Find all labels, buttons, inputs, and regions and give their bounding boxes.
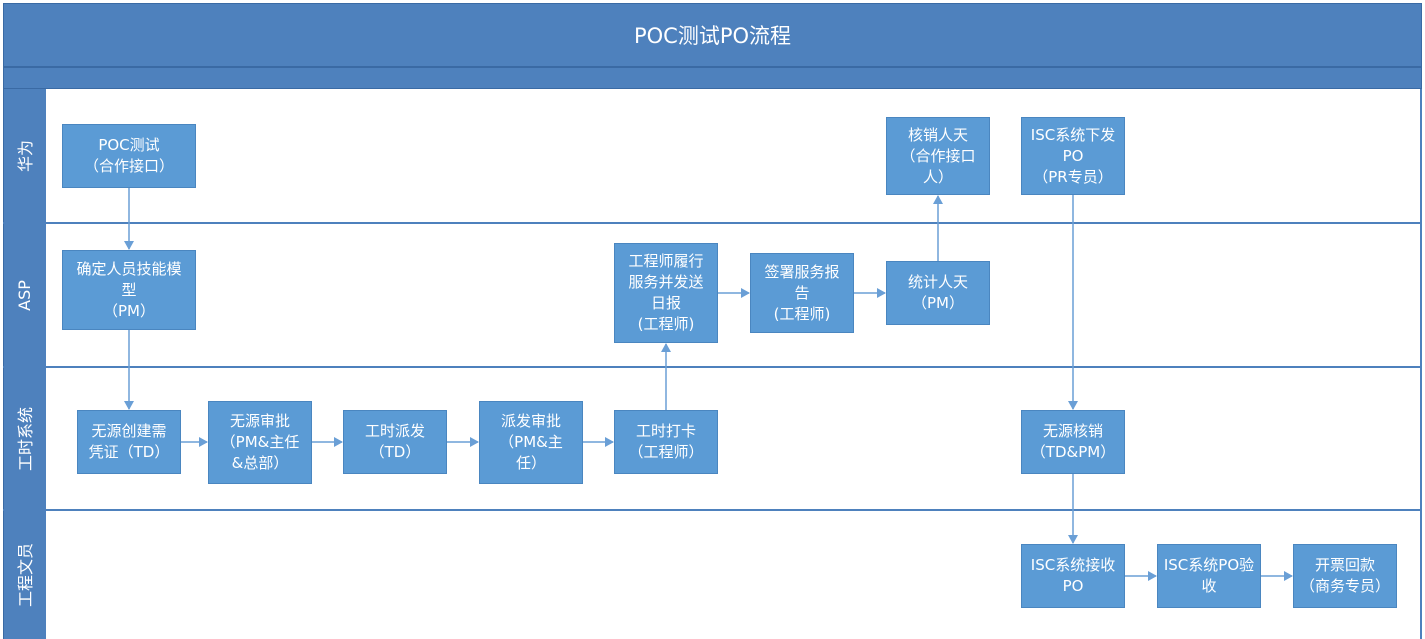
node-isc-issue-po[interactable]: ISC系统下发 PO （PR专员）: [1021, 117, 1125, 195]
node-sign-report[interactable]: 签署服务报 告 (工程师): [750, 253, 854, 333]
node-create-credential[interactable]: 无源创建需 凭证（TD）: [77, 410, 181, 474]
lane-divider: [3, 509, 1422, 511]
node-confirm-skill-model[interactable]: 确定人员技能模 型 （PM）: [62, 250, 196, 330]
node-poc-test[interactable]: POC测试 （合作接口）: [62, 124, 196, 188]
lane-title-rail: [3, 89, 46, 639]
header-band: [3, 67, 1422, 89]
diagram-title: POC测试PO流程: [3, 3, 1422, 67]
node-isc-po-acceptance[interactable]: ISC系统PO验 收: [1157, 544, 1261, 608]
node-dispatch-approval[interactable]: 派发审批 （PM&主 任）: [479, 401, 583, 484]
node-write-off-man-days[interactable]: 核销人天 （合作接口 人）: [886, 117, 990, 195]
node-approval[interactable]: 无源审批 （PM&主任 &总部）: [208, 401, 312, 484]
node-isc-receive-po[interactable]: ISC系统接收 PO: [1021, 544, 1125, 608]
node-write-off[interactable]: 无源核销 （TD&PM）: [1021, 410, 1125, 474]
node-perform-service[interactable]: 工程师履行 服务并发送 日报 (工程师): [614, 243, 718, 343]
lane-divider: [3, 366, 1422, 368]
node-count-man-days[interactable]: 统计人天 （PM）: [886, 261, 990, 325]
node-dispatch-hours[interactable]: 工时派发 （TD）: [343, 410, 447, 474]
lane-divider: [3, 222, 1422, 224]
node-invoice-payment[interactable]: 开票回款 （商务专员）: [1293, 544, 1397, 608]
node-clock-in[interactable]: 工时打卡 （工程师）: [614, 410, 718, 474]
diagram-right-border: [1420, 89, 1422, 639]
